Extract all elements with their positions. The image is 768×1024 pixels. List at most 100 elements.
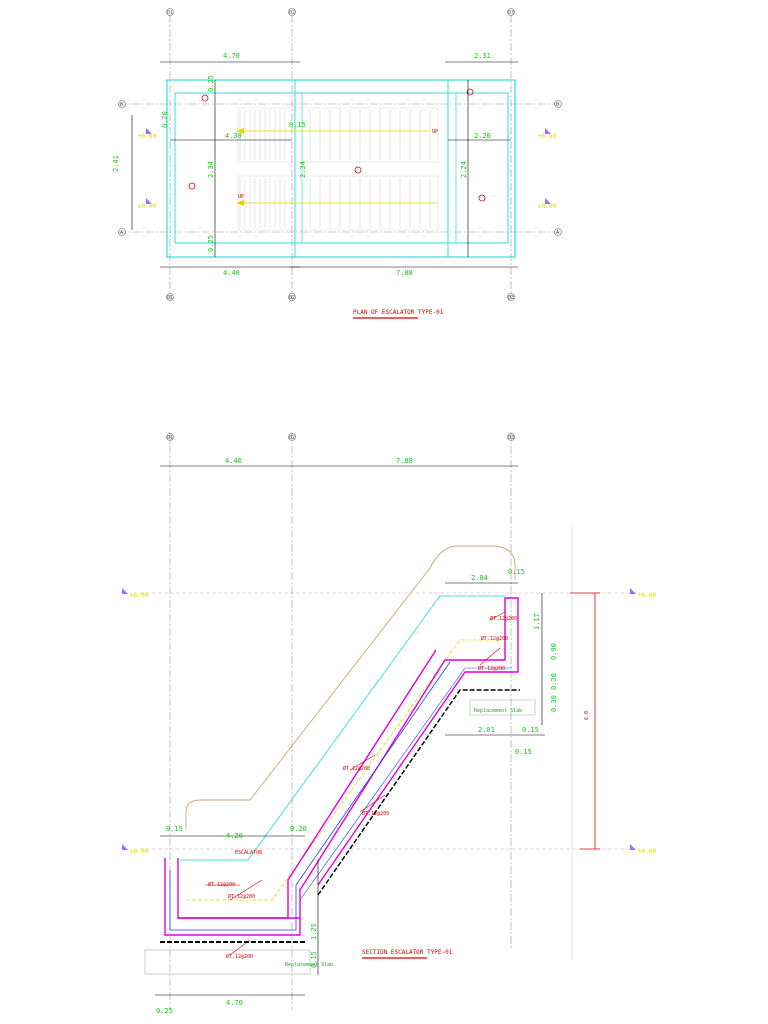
- section-view: 01 02 03 4.40 7.88: [122, 432, 656, 1015]
- svg-text:B: B: [556, 102, 559, 108]
- svg-text:UP: UP: [432, 129, 438, 135]
- plan-pit-marker-left: [188, 182, 196, 190]
- svg-text:±0.00: ±0.00: [638, 848, 656, 855]
- section-handrail: [185, 545, 516, 830]
- plan-pit-marker-right: [478, 194, 486, 202]
- section-axis-top-03: 03: [507, 433, 515, 441]
- section-note-slab-upper: Replacement Slab: [474, 708, 522, 714]
- section-annotation-rebar-4: ØT.12@200: [343, 765, 370, 772]
- plan-level-lower-right: ±0.00: [538, 198, 556, 210]
- section-dim-upper-2: 0.15: [508, 568, 525, 576]
- svg-text:UP: UP: [238, 194, 244, 200]
- svg-text:+6.00: +6.00: [538, 133, 556, 140]
- svg-text:B: B: [120, 102, 123, 108]
- plan-dim-bottom-2: 7.88: [396, 269, 413, 277]
- plan-axis-bottom-02: 02: [288, 293, 296, 301]
- plan-title: PLAN OF ESCALATOR TYPE-01: [353, 309, 444, 316]
- svg-text:±0.00: ±0.00: [138, 203, 156, 210]
- plan-axis-side-a-right: A: [554, 228, 562, 236]
- plan-dim-inner-8: 0.25: [207, 75, 215, 92]
- section-annotation-rebar-2: ØT.12@200: [228, 893, 255, 900]
- section-dim-right-lower-1: 2.01: [478, 726, 495, 734]
- section-dim-pit-1: 0.15: [166, 825, 183, 833]
- plan-dim-inner-1: 4.30: [225, 132, 242, 140]
- plan-axis-top-02: 02: [288, 8, 296, 16]
- svg-text:02: 02: [289, 435, 295, 441]
- section-note-slab-lower: Replacement Slab: [285, 962, 333, 968]
- section-annotation-rebar-3: ØT.12@200: [226, 953, 253, 960]
- section-level-lower-left: ±0.00: [122, 844, 148, 855]
- plan-level-upper-left: +6.00: [138, 128, 156, 140]
- section-dim-bottom-2: 4.70: [226, 999, 243, 1007]
- plan-up-arrow: UP: [236, 128, 438, 135]
- svg-text:+6.00: +6.00: [638, 592, 656, 599]
- svg-text:A: A: [556, 230, 559, 236]
- plan-view: 01 02 03 01 02 03 B B A A UP: [112, 8, 562, 319]
- plan-axis-bottom-01: 01: [166, 293, 174, 301]
- plan-level-upper-right: +6.00: [538, 128, 556, 140]
- svg-text:03: 03: [508, 435, 514, 441]
- plan-dim-inner-4: 2.34: [207, 161, 215, 178]
- section-annotation-escalator: ESCALATOR: [235, 850, 263, 856]
- svg-text:±0.00: ±0.00: [130, 848, 148, 855]
- svg-text:01: 01: [167, 10, 173, 16]
- plan-dim-inner-7: 0.20: [161, 111, 169, 128]
- section-annotation-rebar-7: ØT.12@200: [481, 635, 508, 642]
- plan-axis-side-b-right: B: [554, 100, 562, 108]
- plan-dim-inner-6: 2.24: [460, 161, 468, 178]
- section-dim-right-3: 0.20: [550, 673, 558, 690]
- section-annotation-rebar-1: ØT.12@200: [208, 881, 235, 888]
- section-axis-top-02: 02: [288, 433, 296, 441]
- plan-up-arrow-lower: UP: [236, 194, 438, 206]
- section-dim-pit-vertical-1: 1.25: [310, 923, 318, 940]
- section-dim-pit-3: 0.20: [290, 825, 307, 833]
- svg-text:A: A: [120, 230, 123, 236]
- plan-axis-side-a-left: A: [118, 228, 126, 236]
- svg-text:03: 03: [508, 295, 514, 301]
- plan-dim-bottom-1: 4.40: [223, 269, 240, 277]
- svg-text:02: 02: [289, 10, 295, 16]
- section-rise-dimension: 6.0: [570, 592, 600, 850]
- plan-dim-inner-5: 2.34: [299, 161, 307, 178]
- svg-text:01: 01: [167, 295, 173, 301]
- svg-text:+6.00: +6.00: [138, 133, 156, 140]
- svg-text:6.0: 6.0: [584, 711, 590, 720]
- plan-level-lower-left: ±0.00: [138, 198, 156, 210]
- section-dim-upper-1: 2.04: [471, 574, 488, 582]
- section-dim-pit-2: 4.20: [226, 832, 243, 840]
- plan-axis-side-b-left: B: [118, 100, 126, 108]
- plan-center-marker: [354, 166, 362, 174]
- section-annotation-rebar-8: ØT.12@200: [490, 615, 517, 622]
- section-axis-top-01: 01: [166, 433, 174, 441]
- svg-text:02: 02: [289, 295, 295, 301]
- section-dim-pit-vertical-2: 0.15: [310, 951, 318, 968]
- section-dim-right-lower-3: 0.15: [515, 748, 532, 756]
- section-dim-right-2: 0.90: [550, 643, 558, 660]
- section-level-upper-right: +6.00: [630, 588, 656, 599]
- plan-axis-bottom-03: 03: [507, 293, 515, 301]
- section-title: SECTION ESCALATOR TYPE-01: [362, 949, 453, 956]
- plan-escalator-steps: [237, 107, 439, 231]
- section-annotation-rebar-6: ØT.12@200: [478, 665, 505, 672]
- section-structure: [164, 597, 519, 936]
- plan-dim-inner-2: 2.20: [474, 132, 491, 140]
- plan-axis-top-03: 03: [507, 8, 515, 16]
- section-dim-top-1: 4.40: [225, 457, 242, 465]
- svg-text:01: 01: [167, 435, 173, 441]
- svg-text:±0.00: ±0.00: [538, 203, 556, 210]
- section-level-lower-right: ±0.00: [630, 844, 656, 855]
- section-dim-right-lower-2: 0.15: [522, 726, 539, 734]
- plan-dim-inner-3: 0.15: [289, 121, 306, 129]
- section-dim-top-2: 7.88: [396, 457, 413, 465]
- section-annotation-rebar-5: ØT.12@200: [362, 810, 389, 817]
- section-level-upper-left: +6.00: [122, 588, 148, 599]
- section-dim-right-4: 0.30: [550, 695, 558, 712]
- plan-dim-top-2: 2.31: [474, 52, 491, 60]
- plan-axis-top-01: 01: [166, 8, 174, 16]
- section-dim-right-1: 1.17: [533, 613, 541, 630]
- plan-dim-left: 2.41: [112, 155, 120, 172]
- svg-text:+6.00: +6.00: [130, 592, 148, 599]
- plan-dim-top-1: 4.70: [223, 52, 240, 60]
- section-dim-bottom-1: 0.25: [156, 1007, 173, 1015]
- svg-text:03: 03: [508, 10, 514, 16]
